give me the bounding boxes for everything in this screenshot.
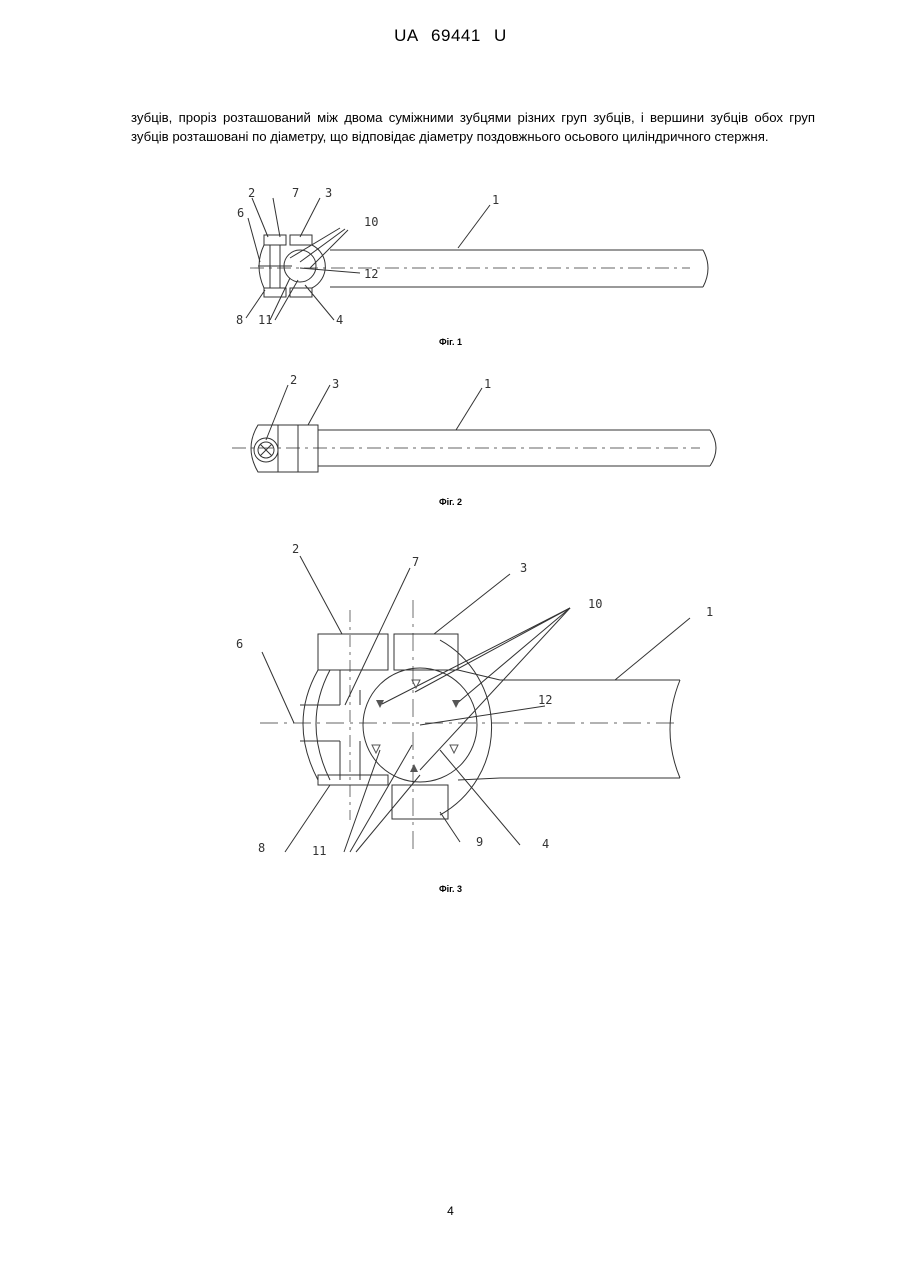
body-paragraph: зубців, проріз розташований між двома су…: [131, 108, 815, 146]
svg-text:10: 10: [364, 215, 378, 229]
svg-text:12: 12: [364, 267, 378, 281]
svg-text:6: 6: [237, 206, 244, 220]
svg-text:3: 3: [325, 186, 332, 200]
svg-text:2: 2: [292, 542, 299, 556]
svg-text:6: 6: [236, 637, 243, 651]
svg-text:1: 1: [484, 377, 491, 391]
svg-text:9: 9: [476, 835, 483, 849]
svg-text:3: 3: [332, 377, 339, 391]
svg-text:4: 4: [542, 837, 549, 851]
figure-3-caption: Фіг. 3: [0, 884, 901, 894]
figure-2-caption: Фіг. 2: [0, 497, 901, 507]
svg-text:8: 8: [236, 313, 243, 327]
svg-text:2: 2: [248, 186, 255, 200]
svg-text:1: 1: [492, 193, 499, 207]
svg-text:11: 11: [312, 844, 326, 858]
svg-text:7: 7: [292, 186, 299, 200]
svg-text:10: 10: [588, 597, 602, 611]
svg-text:3: 3: [520, 561, 527, 575]
document-header: UA 69441 U: [0, 26, 901, 46]
figure-1-caption: Фіг. 1: [0, 337, 901, 347]
svg-text:12: 12: [538, 693, 552, 707]
svg-text:11: 11: [258, 313, 272, 327]
page-number: 4: [0, 1204, 901, 1218]
svg-text:2: 2: [290, 373, 297, 387]
svg-text:8: 8: [258, 841, 265, 855]
svg-text:1: 1: [706, 605, 713, 619]
svg-text:7: 7: [412, 555, 419, 569]
svg-text:4: 4: [336, 313, 343, 327]
